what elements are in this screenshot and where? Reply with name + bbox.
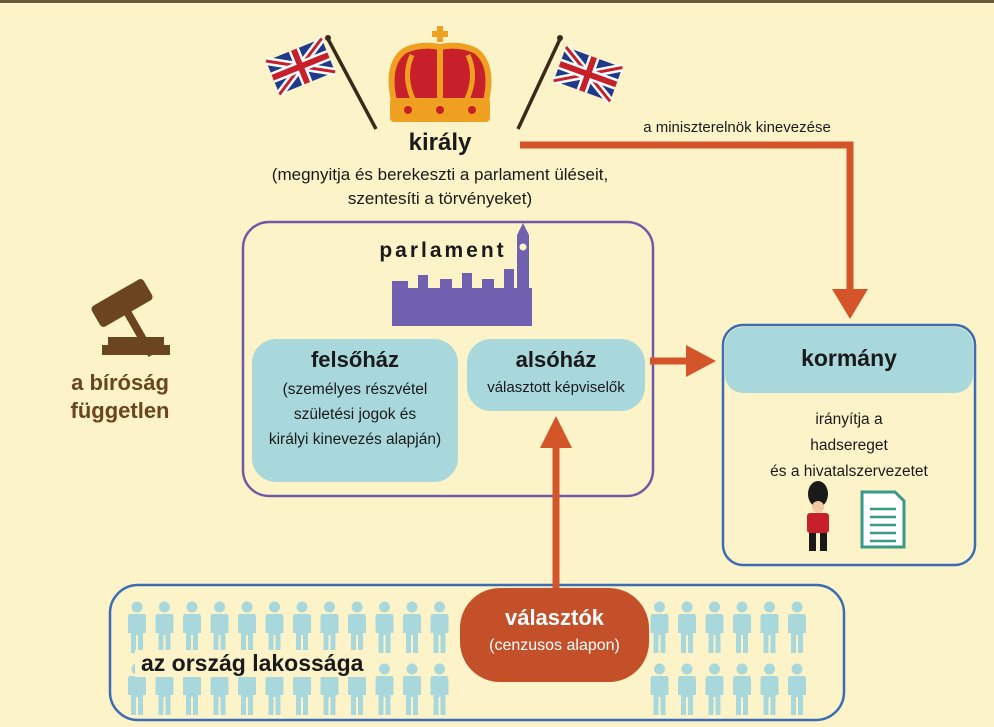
upper-house-line2: születési jogok és bbox=[293, 406, 417, 423]
government-line2: hadsereget bbox=[810, 437, 888, 454]
arrowhead-lower-house bbox=[540, 416, 572, 448]
upper-house-description: (személyes részvétel születési jogok és … bbox=[252, 377, 458, 452]
lower-house-title: alsóház bbox=[515, 347, 597, 372]
upper-house-title: felsőház bbox=[310, 347, 400, 372]
parliament-building-icon bbox=[392, 223, 532, 326]
arrow-king-to-government bbox=[520, 141, 854, 293]
court-label: a bíróság független bbox=[40, 369, 200, 425]
gavel-icon bbox=[91, 279, 170, 357]
king-description-line1: (megnyitja és berekeszti a parlament ülé… bbox=[271, 165, 609, 184]
government-line1: irányítja a bbox=[815, 411, 883, 428]
union-jack-flag-icon-left bbox=[266, 35, 378, 130]
lower-house-subtitle: választott képviselők bbox=[487, 379, 625, 396]
upper-house-box bbox=[252, 339, 458, 482]
crown-icon bbox=[388, 26, 492, 122]
government-line3: és a hivatalszervezetet bbox=[770, 463, 928, 480]
king-description-line2: szentesíti a törvényeket) bbox=[347, 189, 533, 208]
court-line2: független bbox=[70, 398, 170, 423]
king-title: király bbox=[408, 129, 472, 156]
voters-subtitle: (cenzusos alapon) bbox=[489, 637, 620, 654]
parliament-title: parlament bbox=[379, 239, 507, 262]
court-line1: a bíróság bbox=[71, 370, 169, 395]
upper-house-line3: királyi kinevezés alapján) bbox=[268, 431, 442, 448]
diagram-graphics bbox=[91, 26, 977, 722]
population-label: az ország lakossága bbox=[135, 650, 370, 677]
government-title: kormány bbox=[801, 345, 897, 371]
arrowhead-lower-government bbox=[686, 345, 716, 377]
upper-house-line1: (személyes részvétel bbox=[282, 381, 428, 398]
government-description: irányítja a hadsereget és a hivatalszerv… bbox=[725, 407, 973, 485]
voters-box bbox=[460, 588, 649, 682]
lower-house-box bbox=[467, 339, 645, 411]
royal-guard-icon bbox=[807, 481, 829, 551]
arrowhead-government bbox=[832, 289, 868, 319]
voters-title: választók bbox=[504, 605, 605, 630]
king-description: (megnyitja és berekeszti a parlament ülé… bbox=[230, 163, 650, 211]
union-jack-flag-icon-right bbox=[516, 35, 622, 130]
document-icon bbox=[860, 490, 906, 549]
government-header bbox=[725, 327, 973, 393]
arrow-label-pm-appointment: a miniszterelnök kinevezése bbox=[643, 119, 831, 136]
